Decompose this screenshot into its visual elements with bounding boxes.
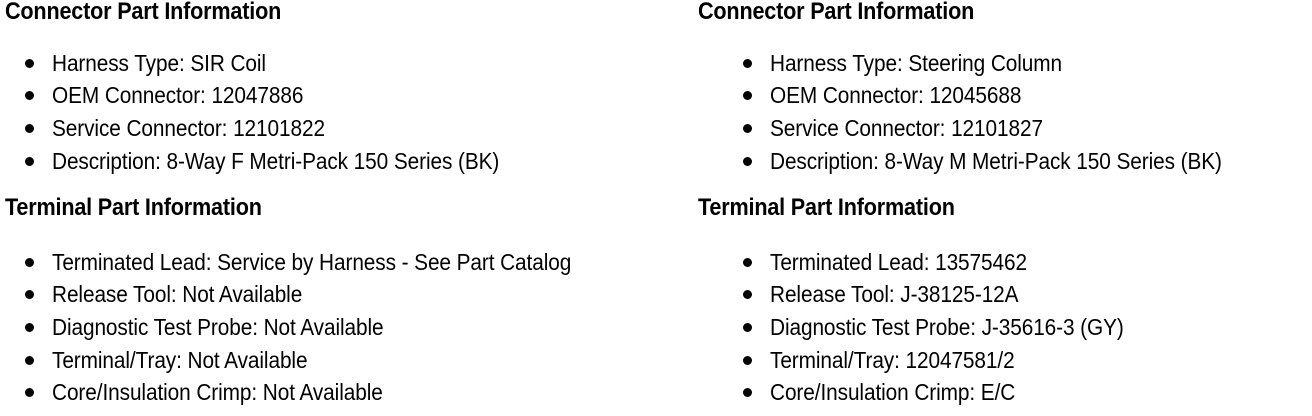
bullet-disc-icon xyxy=(25,156,34,166)
list-item: Service Connector: 12101822 xyxy=(0,112,546,145)
list-item-label: Description: 8-Way F Metri-Pack 150 Seri… xyxy=(52,147,500,174)
list-item: OEM Connector: 12047886 xyxy=(0,80,546,113)
list-item: Terminated Lead: Service by Harness - Se… xyxy=(0,246,626,279)
terminal-part-information-list: Terminated Lead: 13575462 Release Tool: … xyxy=(718,246,1161,409)
list-item-label: Terminated Lead: 13575462 xyxy=(770,248,1027,275)
list-item-label: Terminated Lead: Service by Harness - Se… xyxy=(52,248,572,275)
bullet-disc-icon xyxy=(743,123,752,133)
bullet-disc-icon xyxy=(25,355,34,365)
list-item: Service Connector: 12101827 xyxy=(718,112,1269,145)
bullet-disc-icon xyxy=(743,388,752,398)
list-item: Terminal/Tray: 12047581/2 xyxy=(718,344,1161,377)
list-item: OEM Connector: 12045688 xyxy=(718,80,1269,113)
list-item-label: Diagnostic Test Probe: Not Available xyxy=(52,313,384,340)
bullet-disc-icon xyxy=(743,322,752,332)
list-item: Terminated Lead: 13575462 xyxy=(718,246,1161,279)
section-heading-connector-part-information: Connector Part Information xyxy=(5,0,282,25)
list-item-label: Release Tool: J-38125-12A xyxy=(770,281,1019,308)
list-item-label: Core/Insulation Crimp: E/C xyxy=(770,379,1016,406)
connector-part-information-list: Harness Type: SIR Coil OEM Connector: 12… xyxy=(0,47,546,177)
list-item: Description: 8-Way M Metri-Pack 150 Seri… xyxy=(718,145,1269,178)
terminal-part-information-list: Terminated Lead: Service by Harness - Se… xyxy=(0,246,626,409)
bullet-disc-icon xyxy=(743,91,752,101)
list-item: Release Tool: J-38125-12A xyxy=(718,279,1161,312)
bullet-disc-icon xyxy=(743,58,752,68)
list-item-label: Harness Type: SIR Coil xyxy=(52,49,266,76)
list-item-label: Service Connector: 12101822 xyxy=(52,114,325,141)
bullet-disc-icon xyxy=(743,355,752,365)
section-heading-terminal-part-information: Terminal Part Information xyxy=(698,194,955,221)
list-item: Harness Type: SIR Coil xyxy=(0,47,546,80)
list-item: Harness Type: Steering Column xyxy=(718,47,1269,80)
list-item-label: Terminal/Tray: Not Available xyxy=(52,346,308,373)
list-item: Release Tool: Not Available xyxy=(0,279,626,312)
list-item-label: OEM Connector: 12045688 xyxy=(770,82,1022,109)
list-item: Description: 8-Way F Metri-Pack 150 Seri… xyxy=(0,145,546,178)
bullet-disc-icon xyxy=(743,156,752,166)
list-item-label: Service Connector: 12101827 xyxy=(770,114,1043,141)
list-item-label: Terminal/Tray: 12047581/2 xyxy=(770,346,1015,373)
list-item-label: Release Tool: Not Available xyxy=(52,281,303,308)
list-item-label: Core/Insulation Crimp: Not Available xyxy=(52,379,383,406)
list-item: Diagnostic Test Probe: J-35616-3 (GY) xyxy=(718,311,1161,344)
list-item: Core/Insulation Crimp: E/C xyxy=(718,376,1161,409)
list-item-label: OEM Connector: 12047886 xyxy=(52,82,304,109)
bullet-disc-icon xyxy=(25,388,34,398)
list-item-label: Harness Type: Steering Column xyxy=(770,49,1063,76)
list-item: Core/Insulation Crimp: Not Available xyxy=(0,376,626,409)
list-item: Diagnostic Test Probe: Not Available xyxy=(0,311,626,344)
list-item: Terminal/Tray: Not Available xyxy=(0,344,626,377)
section-heading-connector-part-information: Connector Part Information xyxy=(698,0,975,25)
bullet-disc-icon xyxy=(25,257,34,267)
bullet-disc-icon xyxy=(743,257,752,267)
bullet-disc-icon xyxy=(25,322,34,332)
connector-part-information-list: Harness Type: Steering Column OEM Connec… xyxy=(718,47,1269,177)
bullet-disc-icon xyxy=(25,290,34,300)
right-column: Connector Part Information Harness Type:… xyxy=(690,0,1312,416)
bullet-disc-icon xyxy=(743,290,752,300)
bullet-disc-icon xyxy=(25,123,34,133)
section-heading-terminal-part-information: Terminal Part Information xyxy=(5,194,262,221)
list-item-label: Diagnostic Test Probe: J-35616-3 (GY) xyxy=(770,313,1124,340)
bullet-disc-icon xyxy=(25,91,34,101)
left-column: Connector Part Information Harness Type:… xyxy=(0,0,626,409)
list-item-label: Description: 8-Way M Metri-Pack 150 Seri… xyxy=(770,147,1222,174)
bullet-disc-icon xyxy=(25,58,34,68)
